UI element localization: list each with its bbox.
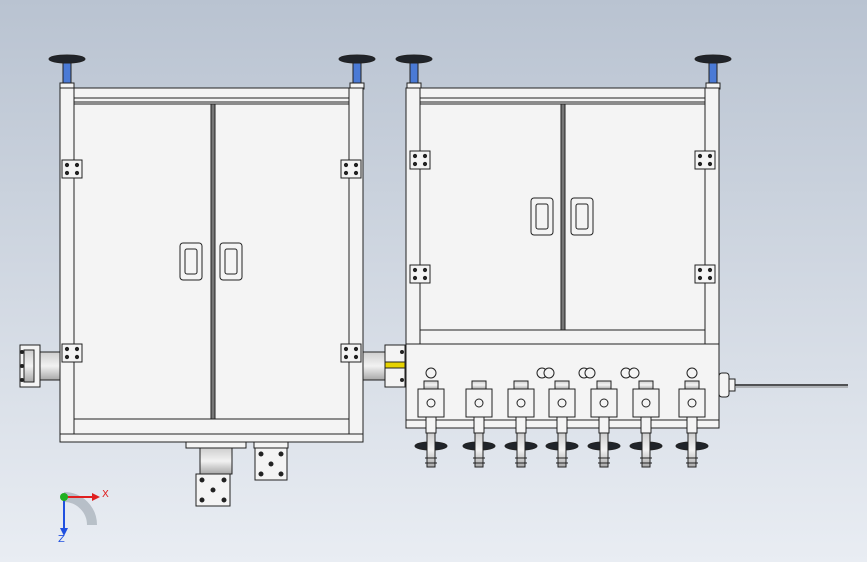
bottom-bracket [185,441,247,507]
valve-station[interactable] [578,367,621,468]
x-arrow-icon [92,493,100,501]
hinge-icon [61,343,83,363]
cabinet-door[interactable] [419,103,562,331]
hinge-icon [340,343,362,363]
handwheel-icon [694,54,732,90]
bottom-bracket [253,441,289,481]
handwheel-icon [338,54,376,90]
hinge-icon [694,150,716,170]
z-arrow-icon [60,528,68,536]
hinge-icon [409,264,431,284]
orientation-triad: X Z [58,489,109,545]
handwheel-icon [48,54,86,90]
cylinder-center [362,344,406,388]
handwheel-icon [395,54,433,90]
valve-row [414,367,709,468]
valve-station[interactable] [620,367,663,468]
valve-station[interactable] [462,380,496,468]
valve-station[interactable] [504,380,538,468]
triad-z-label: Z [58,534,65,545]
hinge-icon [694,264,716,284]
hinge-icon [340,159,362,179]
side-rod [718,372,848,398]
y-axis-icon [60,493,68,501]
cabinet-door[interactable] [564,103,706,331]
cylinder-left [19,344,61,388]
hinge-icon [409,150,431,170]
cabinet-door[interactable] [73,103,212,420]
triad-x-label: X [102,489,109,500]
valve-station[interactable] [536,367,579,468]
valve-station[interactable] [675,367,709,468]
hinge-icon [61,159,83,179]
cabinet-door[interactable] [214,103,350,420]
right-cabinet[interactable] [395,54,848,468]
valve-station[interactable] [414,367,448,468]
left-cabinet[interactable] [19,54,376,507]
